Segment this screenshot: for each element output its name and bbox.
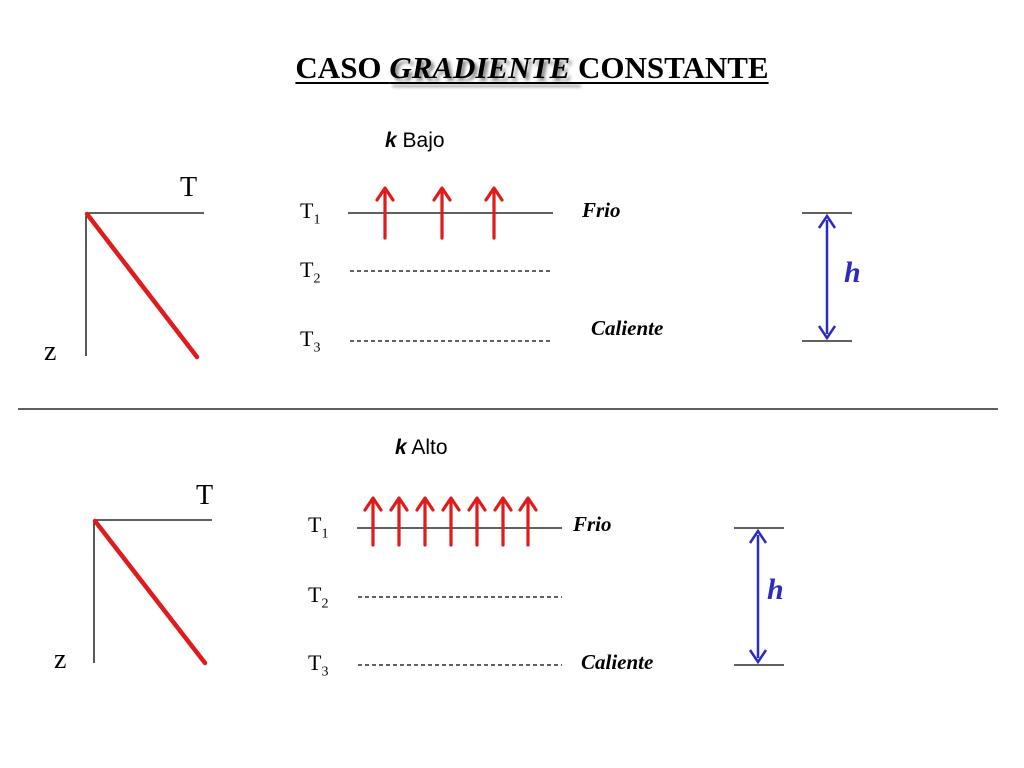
panel-2-arrow [518, 496, 538, 547]
panel-1-arrow [432, 186, 452, 240]
panel-1-k-symbol: k [385, 129, 397, 152]
panel-1-t1-label: T1 [300, 198, 321, 228]
panel-2-cold-label: Frio [573, 512, 612, 536]
panel-2-arrow [467, 496, 487, 547]
panel-2-axis-z-label: z [54, 644, 67, 675]
panel-2-height-marker [734, 527, 784, 666]
panel-2-heat-arrows [363, 496, 538, 547]
panel-1-gradient-line [84, 211, 200, 360]
panel-1-axis-z-label: z [44, 336, 57, 367]
panel-2-k-text: Alto [406, 436, 448, 459]
panel-1-t3-label: T3 [300, 326, 321, 356]
panel-1-arrow [375, 186, 395, 240]
panel-1-height-marker [802, 212, 852, 342]
panel-2-t3-label: T3 [308, 650, 329, 680]
page-title: CASO GRADIENTE CONSTANTE [0, 50, 1024, 86]
panel-1-k-text: Bajo [396, 129, 445, 152]
panel-2-arrow [363, 496, 383, 547]
panel-2-t2-label: T2 [308, 582, 329, 612]
panel-2-hot-label: Caliente [581, 650, 654, 674]
panel-2-arrow [389, 496, 409, 547]
panel-2-height-label: h [767, 573, 784, 606]
panel-2-arrow [415, 496, 435, 547]
panel-1-arrow [484, 186, 504, 240]
panel-2-gradient-line [92, 518, 208, 666]
title-highlight: GRADIENTE [389, 50, 578, 85]
panel-1-axis-t-label: T [180, 172, 198, 203]
panel-1-axes [84, 211, 204, 360]
panel-2-k-label: k Alto [395, 436, 448, 460]
panel-1-cold-label: Frio [582, 198, 621, 222]
panel-1-hot-label: Caliente [591, 316, 664, 340]
panel-1-height-label: h [844, 256, 861, 289]
panel-2-axes [92, 518, 212, 666]
panel-2-t1-label: T1 [308, 512, 329, 542]
panel-1-t2-label: T2 [300, 257, 321, 287]
title-suffix: CONSTANTE [577, 50, 769, 85]
panel-1-k-label: k Bajo [385, 129, 445, 153]
panel-2-axis-t-label: T [196, 480, 214, 511]
panel-2-arrow [493, 496, 513, 547]
title-prefix: CASO [295, 50, 390, 85]
panel-1-heat-arrows [375, 186, 504, 240]
panel-2-k-symbol: k [395, 436, 407, 459]
panel-2-arrow [441, 496, 461, 547]
